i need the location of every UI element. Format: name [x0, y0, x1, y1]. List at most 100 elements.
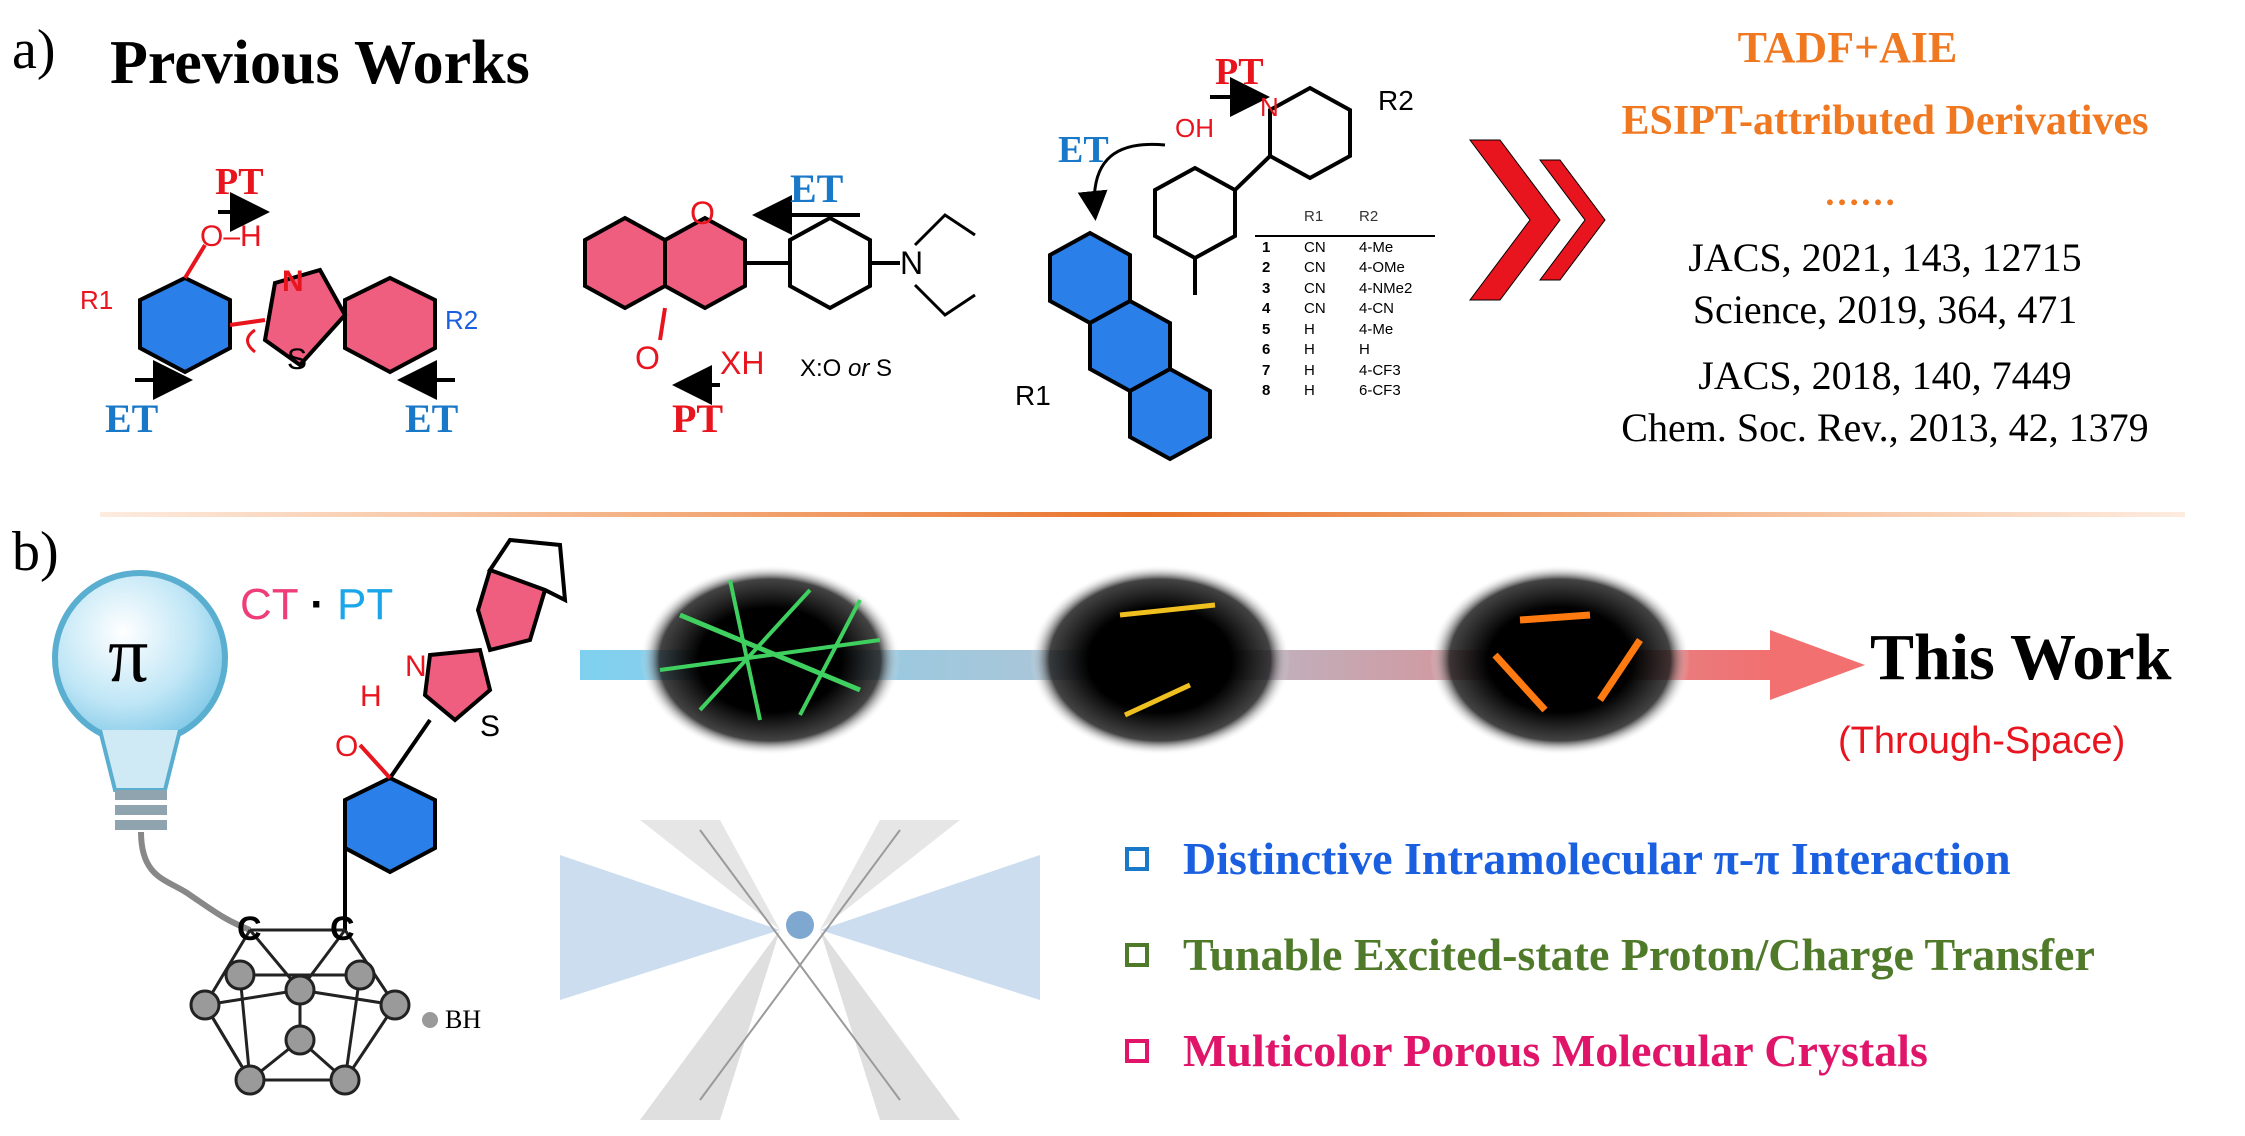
mol1-n-label: N [282, 265, 304, 298]
molb-n-label: N [405, 650, 427, 683]
molecule-1 [135, 192, 455, 400]
mol1-r2-label: R2 [445, 305, 479, 335]
crystal-image-orange [1430, 565, 1690, 755]
table-cell: H [1304, 382, 1315, 399]
table-row: 1 CN 4-Me [1262, 238, 1412, 259]
table-cell: 4-Me [1359, 320, 1394, 338]
section-divider [100, 512, 2185, 517]
mol1-et-right-label: ET [405, 396, 459, 441]
chevrons [1469, 139, 1606, 301]
crystal-image-green [640, 565, 900, 755]
ellipsis-dots: …… [1824, 173, 1896, 213]
molb-o-label: O [335, 730, 359, 763]
mol2-x-note: X:O or S [800, 355, 893, 382]
feature-item: Distinctive Intramolecular π-π Interacti… [1125, 832, 2011, 885]
table-cell: 3 [1262, 279, 1271, 297]
molb-c1-label: C [237, 910, 262, 948]
carborane-cage [189, 928, 438, 1096]
ct-pt-dot: · [310, 580, 325, 629]
checkbox-square-icon [1125, 1038, 1149, 1063]
mol2-n-label: N [900, 245, 924, 281]
feature-text: Tunable Excited-state Proton/Charge Tran… [1183, 929, 2095, 980]
table-cell: 4-OMe [1359, 259, 1405, 276]
mol3-et-label: ET [1058, 129, 1109, 171]
table-cell: H [1304, 320, 1315, 338]
table-row: 7 H 4-CF3 [1262, 361, 1412, 382]
feature-text: Distinctive Intramolecular π-π Interacti… [1183, 833, 2011, 884]
ct-text: CT [240, 580, 298, 629]
table-row: 5 H 4-Me [1262, 320, 1412, 341]
reference-item: JACS, 2021, 143, 12715 [1688, 235, 2082, 280]
bulb-pi-symbol: π [108, 611, 149, 699]
table-cell: CN [1304, 238, 1326, 256]
bh-legend-label: BH [445, 1005, 482, 1034]
table-row: 4 CN 4-CN [1262, 299, 1412, 320]
table-cell: 7 [1262, 361, 1271, 379]
table-cell: 4-NMe2 [1359, 279, 1413, 297]
panel-a-title: Previous Works [110, 29, 530, 97]
panel-b-label: b) [12, 521, 59, 583]
table-cell: CN [1304, 279, 1326, 297]
molb-c2-label: C [330, 910, 355, 948]
crystal-packing-structure [550, 810, 1050, 1130]
table-cell: 4-CF3 [1359, 361, 1401, 379]
this-work-label: This Work [1870, 621, 2172, 694]
mol1-et-left-label: ET [105, 396, 159, 441]
mol3-pt-label: PT [1215, 51, 1264, 93]
table-cell: 4-CN [1359, 300, 1395, 317]
ct-pt-label: CT · PT [240, 580, 393, 630]
tadf-aie-heading: TADF+AIE [1737, 23, 1958, 72]
molb-s-label: S [480, 710, 501, 743]
panel-a-label: a) [12, 19, 56, 81]
reference-item: Chem. Soc. Rev., 2013, 42, 1379 [1621, 405, 2149, 450]
feature-item: Multicolor Porous Molecular Crystals [1125, 1024, 1928, 1077]
mol3-r2-label: R2 [1378, 85, 1414, 116]
checkbox-square-icon [1125, 942, 1149, 967]
reference-item: Science, 2019, 364, 471 [1692, 287, 2078, 332]
mol3-r1-label: R1 [1015, 380, 1051, 411]
crystal-image-yellow [1030, 565, 1290, 755]
table-cell: H [1304, 341, 1315, 358]
table-cell: 8 [1262, 382, 1271, 399]
esipt-heading: ESIPT-attributed Derivatives [1621, 98, 2149, 144]
mol2-xh-label: XH [720, 345, 765, 381]
feature-item: Tunable Excited-state Proton/Charge Tran… [1125, 928, 2095, 981]
lightbulb-icon [52, 570, 252, 933]
mol2-o-keto-label: O [635, 340, 660, 376]
reference-item: JACS, 2018, 140, 7449 [1698, 353, 2072, 398]
through-space-label: (Through-Space) [1838, 720, 2126, 762]
mol1-pt-label: PT [215, 161, 264, 203]
table-row: 2 CN 4-OMe [1262, 258, 1412, 279]
table-cell: 1 [1262, 238, 1271, 256]
molecule-2 [583, 195, 976, 405]
table-cell: CN [1304, 300, 1326, 317]
table-cell: 6-CF3 [1359, 382, 1401, 399]
mol1-oh-label: O–H [200, 220, 262, 253]
mol1-s-label: S [287, 343, 308, 376]
molb-h-label: H [360, 680, 382, 713]
molecule-b [343, 537, 568, 930]
molecule-3 [1048, 77, 1435, 462]
table-cell: 4-Me [1359, 238, 1394, 256]
mol1-r1-label: R1 [80, 285, 114, 315]
mol3-oh-label: OH [1175, 113, 1214, 143]
mol2-o-ring-label: O [690, 195, 715, 231]
pt-text: PT [336, 580, 394, 629]
table-row: 3 CN 4-NMe2 [1262, 279, 1412, 300]
mol2-pt-label: PT [672, 396, 724, 441]
table-row: 8 H 6-CF3 [1262, 381, 1412, 402]
table-cell: CN [1304, 259, 1326, 276]
mol2-et-label: ET [790, 166, 844, 211]
reference-list: JACS, 2021, 143, 12715 Science, 2019, 36… [1590, 232, 2180, 454]
feature-text: Multicolor Porous Molecular Crystals [1183, 1025, 1928, 1076]
table-cell: 5 [1262, 320, 1271, 338]
checkbox-square-icon [1125, 846, 1149, 871]
table-cell: H [1359, 341, 1370, 358]
table-cell: H [1304, 361, 1315, 379]
table-cell: 4 [1262, 300, 1271, 317]
mol3-n-label: N [1260, 92, 1279, 122]
table-cell: 2 [1262, 259, 1271, 276]
